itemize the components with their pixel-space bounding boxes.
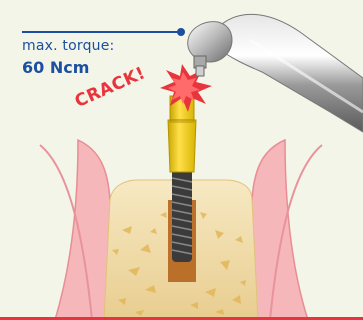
dental-handpiece bbox=[188, 14, 363, 132]
max-torque-label: max. torque: bbox=[22, 38, 114, 54]
max-torque-value: 60 Ncm bbox=[22, 58, 89, 77]
implant-body bbox=[172, 168, 192, 262]
callout-line bbox=[22, 31, 180, 33]
callout-dot bbox=[177, 28, 185, 36]
